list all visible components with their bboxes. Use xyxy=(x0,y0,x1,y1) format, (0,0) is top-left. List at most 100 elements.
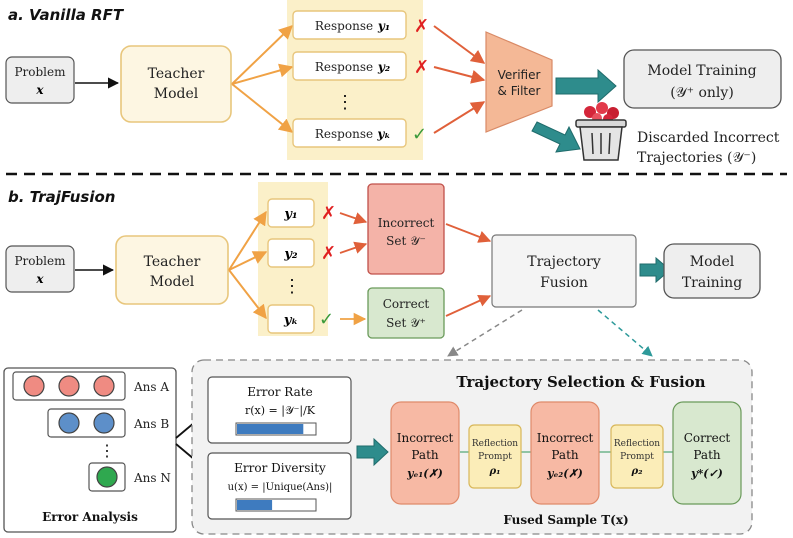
discarded-line2: Trajectories (𝒴⁻) xyxy=(637,150,756,166)
refl2-var: ρ₂ xyxy=(630,466,643,477)
response-1-b-var: y₁ xyxy=(283,207,297,222)
reflection-prompt-2: Reflection Prompt ρ₂ xyxy=(610,424,664,489)
path1-line2: Path xyxy=(411,448,439,462)
cross-icon-1-b: ✗ xyxy=(321,203,336,224)
reflection-prompt-1: Reflection Prompt ρ₁ xyxy=(468,424,522,489)
response-2-b-var: y₂ xyxy=(283,247,298,262)
error-analysis-panel: Ans A Ans B ⋮ Ans N Error Analysis xyxy=(3,367,177,533)
error-rate-title: Error Rate xyxy=(247,385,312,399)
incorrect-path-2: Incorrect Path yₑ₂(✗) xyxy=(530,401,600,505)
teal-arrow-training-a xyxy=(555,68,617,104)
responses-ellipsis-a: ⋮ xyxy=(336,92,354,113)
error-rate-bar-fill xyxy=(237,424,304,434)
error-analysis-title: Error Analysis xyxy=(42,510,138,524)
trajectory-fusion: Trajectory Fusion xyxy=(491,234,637,308)
arrows-responses-verifier-a xyxy=(433,25,486,134)
teacher-line1-b: Teacher xyxy=(144,254,201,270)
training-b-line1: Model xyxy=(690,254,735,270)
verifier-filter: Verifier & Filter xyxy=(485,31,553,133)
response-1-label: Response xyxy=(315,19,373,33)
path2-line1: Incorrect xyxy=(537,431,594,445)
teal-arrow-selection xyxy=(356,437,389,467)
cross-icon-2-b: ✗ xyxy=(321,243,336,264)
correct-set-line2: Set 𝒴⁺ xyxy=(386,316,426,330)
problem-box-b: Problem x xyxy=(5,245,75,293)
problem-label-b: Problem xyxy=(14,254,66,268)
refl1-line1: Reflection xyxy=(472,439,518,449)
incorrect-set-line1: Incorrect xyxy=(378,216,435,230)
fused-sample-caption: Fused Sample T(x) xyxy=(503,513,628,527)
selection-title: Trajectory Selection & Fusion xyxy=(456,373,705,391)
model-training-b: Model Training xyxy=(663,243,761,299)
refl2-line2: Prompt xyxy=(620,452,654,462)
response-1-b: y₁ xyxy=(267,198,315,228)
ans-b-label: Ans B xyxy=(133,417,169,431)
correct-path: Correct Path y*(✓) xyxy=(672,401,742,505)
incorrect-set: Incorrect Set 𝒴⁻ xyxy=(367,183,445,275)
path3-line2: Path xyxy=(693,448,721,462)
response-k-a: Response yₖ xyxy=(292,118,407,148)
error-rate-formula: r(x) = |𝒴⁻|/K xyxy=(245,404,316,418)
incorrect-set-line2: Set 𝒴⁻ xyxy=(386,234,426,248)
discarded-line1: Discarded Incorrect xyxy=(637,130,780,146)
verifier-line1: Verifier xyxy=(498,68,541,82)
dashed-arrow-right xyxy=(597,309,653,357)
path2-line2: Path xyxy=(551,448,579,462)
responses-ellipsis-b: ⋮ xyxy=(283,276,301,297)
teal-arrow-trash-a xyxy=(531,121,581,153)
error-diversity-card: Error Diversity u(x) = |Unique(Ans)| xyxy=(207,452,352,520)
path2-var: yₑ₂(✗) xyxy=(546,467,583,480)
training-a-line1: Model Training xyxy=(647,63,756,79)
cross-icon-2-a: ✗ xyxy=(414,57,429,78)
verifier-line2: & Filter xyxy=(498,84,541,98)
response-2-label: Response xyxy=(315,60,373,74)
response-1-var: y₁ xyxy=(377,19,390,33)
refl1-var: ρ₁ xyxy=(488,466,500,477)
model-training-a: Model Training (𝒴⁺ only) xyxy=(623,49,782,109)
path1-line1: Incorrect xyxy=(397,431,454,445)
problem-box-a: Problem x xyxy=(5,56,75,104)
teacher-model-a: Teacher Model xyxy=(120,45,232,123)
teacher-model-b: Teacher Model xyxy=(115,235,229,305)
correct-set: Correct Set 𝒴⁺ xyxy=(367,287,445,339)
refl1-line2: Prompt xyxy=(478,452,512,462)
arrows-to-incorrect-set xyxy=(339,212,368,254)
response-k-var: yₖ xyxy=(376,127,390,141)
error-diversity-title: Error Diversity xyxy=(234,461,326,475)
answers-ellipsis: ⋮ xyxy=(99,441,115,460)
teacher-line1-a: Teacher xyxy=(148,66,205,82)
training-a-line2: (𝒴⁺ only) xyxy=(670,85,734,101)
fusion-line2: Fusion xyxy=(540,275,588,291)
teacher-line2-b: Model xyxy=(150,274,195,290)
error-diversity-formula: u(x) = |Unique(Ans)| xyxy=(228,482,333,493)
problem-var-b: x xyxy=(35,272,44,286)
error-diversity-bar-fill xyxy=(237,500,273,510)
check-icon-k-a: ✓ xyxy=(412,124,427,145)
teal-arrow-training-b xyxy=(639,256,671,284)
path1-var: yₑ₁(✗) xyxy=(406,467,443,480)
response-k-label: Response xyxy=(315,127,373,141)
response-1-a: Response y₁ xyxy=(292,10,407,40)
teacher-line2-a: Model xyxy=(154,86,199,102)
arrows-sets-to-fusion xyxy=(445,223,492,317)
ans-n-label: Ans N xyxy=(133,471,171,485)
check-icon-k-b: ✓ xyxy=(319,309,334,330)
problem-label-a: Problem xyxy=(14,65,66,79)
correct-set-line1: Correct xyxy=(383,297,430,311)
response-2-var: y₂ xyxy=(377,60,390,74)
section-b-title: b. TrajFusion xyxy=(8,188,115,206)
dashed-arrow-left xyxy=(447,309,523,357)
response-k-b: yₖ xyxy=(267,304,315,334)
ans-a-label: Ans A xyxy=(133,380,169,394)
path3-line1: Correct xyxy=(684,431,731,445)
section-a-title: a. Vanilla RFT xyxy=(8,6,125,24)
response-2-b: y₂ xyxy=(267,238,315,268)
error-rate-card: Error Rate r(x) = |𝒴⁻|/K xyxy=(207,376,352,444)
incorrect-path-1: Incorrect Path yₑ₁(✗) xyxy=(390,401,460,505)
arrows-teacher-responses-b xyxy=(228,210,268,320)
training-b-line2: Training xyxy=(682,275,742,291)
response-2-a: Response y₂ xyxy=(292,51,407,81)
cross-icon-1-a: ✗ xyxy=(414,16,429,37)
path3-var: y*(✓) xyxy=(690,467,723,480)
trash-icon xyxy=(575,102,627,161)
